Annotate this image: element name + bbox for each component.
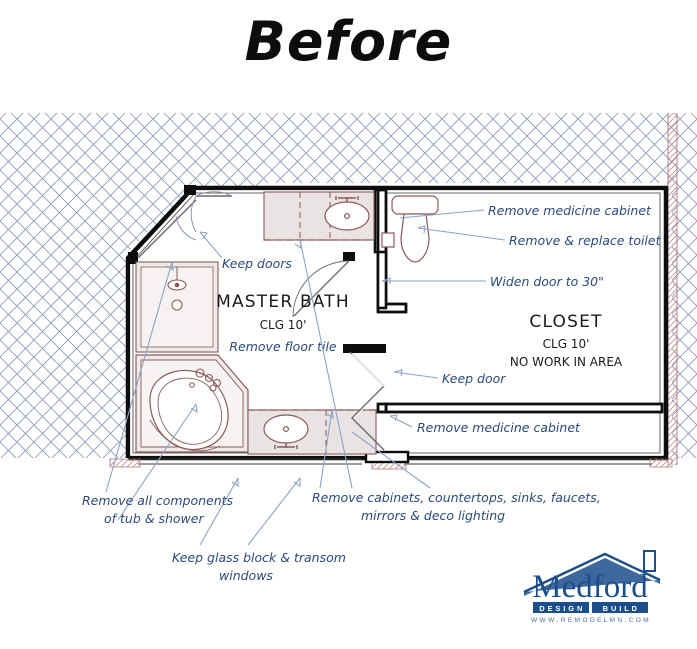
wall-inner-line (130, 190, 663, 456)
page-title: Before (244, 10, 453, 73)
closet-label: CLOSET (529, 312, 602, 332)
master-bath-label: MASTER BATH (216, 292, 350, 312)
leader-lines (105, 209, 506, 546)
logo-tagline-right: B U I L D (603, 604, 638, 613)
annotation-keep-door: Keep door (442, 371, 506, 386)
annotation-remove-cabinets-line1: Remove cabinets, countertops, sinks, fau… (312, 490, 601, 505)
logo-tagline-left: D E S I G N (539, 604, 583, 613)
toilet-fixture (381, 195, 439, 263)
annotation-keep-glass-line1: Keep glass block & transom (172, 550, 346, 565)
closet-label-group: CLOSET CLG 10' NO WORK IN AREA (510, 312, 623, 369)
annotation-remove-medicine-top: Remove medicine cabinet (488, 203, 652, 218)
door-jambs (128, 185, 386, 353)
master-bath-ceiling: CLG 10' (260, 318, 307, 332)
annotation-widen-door: Widen door to 30" (490, 274, 604, 289)
corner-tub-fixture (135, 354, 249, 453)
medford-logo[interactable]: Medford D E S I G N B U I L D W W W . R … (523, 550, 661, 624)
logo-tagline-right-bar (592, 602, 648, 613)
annotation-remove-replace-toilet: Remove & replace toilet (509, 233, 662, 248)
logo-roof-icon (523, 552, 661, 594)
annotation-remove-medicine-bottom: Remove medicine cabinet (417, 420, 581, 435)
annotation-remove-cabinets-line2: mirrors & deco lighting (361, 508, 505, 523)
closet-note: NO WORK IN AREA (510, 355, 623, 369)
annotation-remove-tub-line2: of tub & shower (104, 511, 204, 526)
annotation-keep-glass-line2: windows (219, 568, 273, 583)
logo-url: W W W . R E M O D E L M N . C O M (531, 617, 649, 624)
annotation-keep-doors: Keep doors (222, 256, 292, 271)
right-exterior-wall (667, 113, 678, 465)
master-bath-label-group: MASTER BATH CLG 10' Remove floor tile (216, 292, 350, 354)
doors (137, 191, 386, 451)
logo-tagline-left-bar (533, 602, 589, 613)
logo-roof-fill (524, 558, 660, 596)
exterior-hatch-field (0, 113, 697, 470)
logo-brand: Medford (532, 569, 648, 605)
wall-thin-line (132, 192, 661, 454)
annotation-remove-tub-line1: Remove all components (82, 493, 234, 508)
closet-ceiling: CLG 10' (543, 337, 590, 351)
top-vanity-cabinet (263, 191, 375, 241)
shower-fixture (135, 261, 219, 353)
logo-chimney-icon (643, 550, 656, 572)
interior-partitions (373, 188, 664, 414)
annotation-texts: Keep doors Remove medicine cabinet Remov… (82, 203, 662, 583)
bottom-vanity-cabinet (247, 409, 377, 455)
master-bath-note: Remove floor tile (229, 339, 337, 354)
